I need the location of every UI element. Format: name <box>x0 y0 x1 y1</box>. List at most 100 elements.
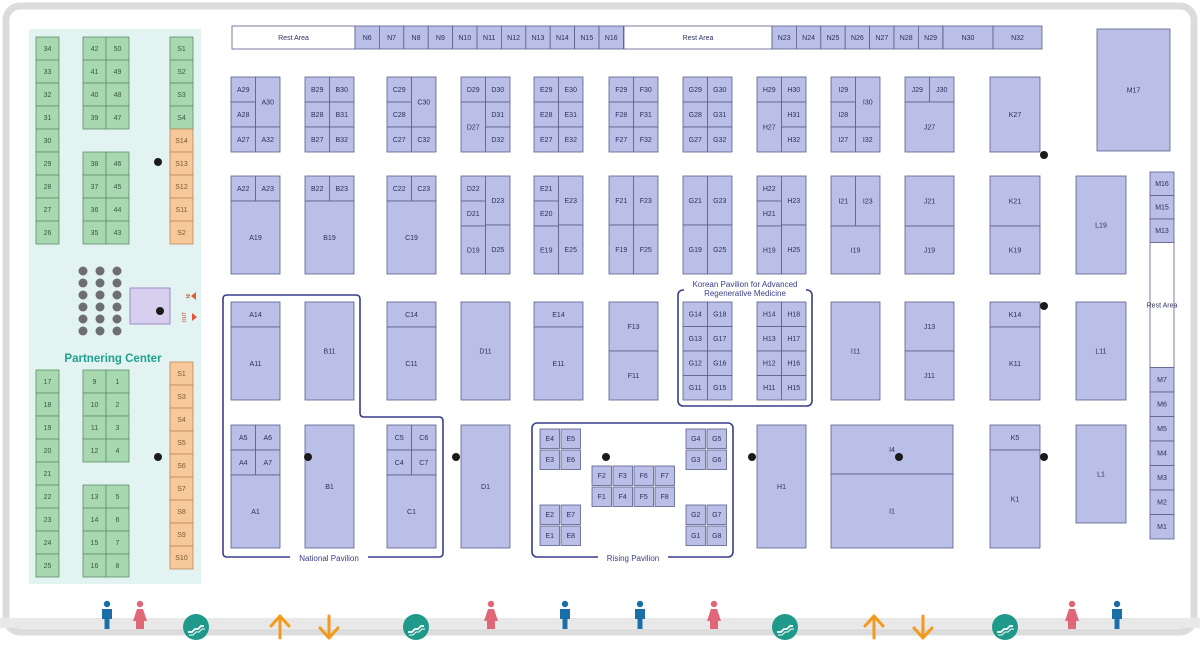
booth-c4[interactable]: C4 <box>386 449 412 476</box>
booth-n15[interactable]: N15 <box>574 25 600 50</box>
booth-f2[interactable]: F2 <box>591 465 612 486</box>
booth-g30[interactable]: G30 <box>707 76 733 103</box>
booth-43[interactable]: 43 <box>105 220 130 245</box>
booth-e7[interactable]: E7 <box>560 504 581 525</box>
booth-e21[interactable]: E21 <box>533 175 559 202</box>
booth-i4[interactable]: I4 <box>830 424 954 475</box>
booth-g25[interactable]: G25 <box>707 224 733 275</box>
booth-1[interactable]: 1 <box>105 369 130 394</box>
booth-g23[interactable]: G23 <box>707 175 733 226</box>
booth-f11[interactable]: F11 <box>608 350 659 401</box>
booth-e8[interactable]: E8 <box>560 525 581 546</box>
booth-h29[interactable]: H29 <box>756 76 782 103</box>
booth-i30[interactable]: I30 <box>855 76 881 128</box>
booth-15[interactable]: 15 <box>82 530 107 555</box>
booth-j27[interactable]: J27 <box>904 101 955 153</box>
booth-16[interactable]: 16 <box>82 553 107 578</box>
booth-j21[interactable]: J21 <box>904 175 955 227</box>
booth-m13[interactable]: M13 <box>1149 218 1175 243</box>
booth-f27[interactable]: F27 <box>608 126 634 153</box>
booth-b23[interactable]: B23 <box>329 175 355 202</box>
booth-h22[interactable]: H22 <box>756 175 782 202</box>
booth-m15[interactable]: M15 <box>1149 195 1175 220</box>
booth-7[interactable]: 7 <box>105 530 130 555</box>
booth-d19[interactable]: D19 <box>460 225 486 275</box>
booth-s1[interactable]: S1 <box>169 36 194 61</box>
booth-d32[interactable]: D32 <box>485 126 511 153</box>
booth-d23[interactable]: D23 <box>485 175 511 226</box>
booth-36[interactable]: 36 <box>82 197 107 222</box>
booth-g12[interactable]: G12 <box>682 350 708 376</box>
booth-j29[interactable]: J29 <box>904 76 930 103</box>
booth-g17[interactable]: G17 <box>707 326 733 352</box>
booth-f32[interactable]: F32 <box>633 126 659 153</box>
booth-d29[interactable]: D29 <box>460 76 486 103</box>
booth-41[interactable]: 41 <box>82 59 107 84</box>
booth-e20[interactable]: E20 <box>533 200 559 227</box>
booth-c14[interactable]: C14 <box>386 301 437 328</box>
booth-c28[interactable]: C28 <box>386 101 412 128</box>
booth-2[interactable]: 2 <box>105 392 130 417</box>
booth-g13[interactable]: G13 <box>682 326 708 352</box>
booth-g11[interactable]: G11 <box>682 375 708 401</box>
booth-a11[interactable]: A11 <box>230 326 281 401</box>
booth-g1[interactable]: G1 <box>685 525 706 546</box>
booth-48[interactable]: 48 <box>105 82 130 107</box>
booth-f31[interactable]: F31 <box>633 101 659 128</box>
booth-n9[interactable]: N9 <box>427 25 454 50</box>
booth-k14[interactable]: K14 <box>989 301 1041 328</box>
booth-6[interactable]: 6 <box>105 507 130 532</box>
booth-e27[interactable]: E27 <box>533 126 559 153</box>
booth-h17[interactable]: H17 <box>781 326 807 352</box>
booth-25[interactable]: 25 <box>35 553 60 578</box>
booth-13[interactable]: 13 <box>82 484 107 509</box>
booth-49[interactable]: 49 <box>105 59 130 84</box>
booth-d21[interactable]: D21 <box>460 200 486 227</box>
booth-45[interactable]: 45 <box>105 174 130 199</box>
booth-m2[interactable]: M2 <box>1149 489 1175 515</box>
booth-n11[interactable]: N11 <box>476 25 502 50</box>
booth-i32[interactable]: I32 <box>855 126 881 153</box>
booth-g2[interactable]: G2 <box>685 504 706 525</box>
booth-s10[interactable]: S10 <box>169 545 194 570</box>
booth-22[interactable]: 22 <box>35 484 60 509</box>
booth-n27[interactable]: N27 <box>869 25 895 50</box>
booth-n26[interactable]: N26 <box>844 25 871 50</box>
booth-n32[interactable]: N32 <box>992 25 1043 50</box>
booth-s3[interactable]: S3 <box>169 384 194 409</box>
booth-a29[interactable]: A29 <box>230 76 256 103</box>
booth-21[interactable]: 21 <box>35 461 60 486</box>
booth-n8[interactable]: N8 <box>403 25 429 50</box>
booth-g18[interactable]: G18 <box>707 301 733 327</box>
booth-h13[interactable]: H13 <box>756 326 782 352</box>
booth-d22[interactable]: D22 <box>460 175 486 202</box>
booth-n23[interactable]: N23 <box>771 25 797 50</box>
booth-s1[interactable]: S1 <box>169 361 194 386</box>
booth-39[interactable]: 39 <box>82 105 107 130</box>
booth-20[interactable]: 20 <box>35 438 60 463</box>
booth-b30[interactable]: B30 <box>329 76 355 103</box>
booth-c1[interactable]: C1 <box>386 474 437 549</box>
booth-e6[interactable]: E6 <box>560 449 581 470</box>
booth-a27[interactable]: A27 <box>230 126 256 153</box>
booth-b19[interactable]: B19 <box>304 200 355 275</box>
booth-i1[interactable]: I1 <box>830 473 954 549</box>
booth-m7[interactable]: M7 <box>1149 367 1175 393</box>
booth-h12[interactable]: H12 <box>756 350 782 376</box>
booth-s2[interactable]: S2 <box>169 59 194 84</box>
booth-n10[interactable]: N10 <box>452 25 478 50</box>
booth-n30[interactable]: N30 <box>942 25 994 50</box>
booth-g19[interactable]: G19 <box>682 224 708 275</box>
booth-a28[interactable]: A28 <box>230 101 256 128</box>
booth-h21[interactable]: H21 <box>756 200 782 227</box>
booth-i29[interactable]: I29 <box>830 76 856 103</box>
booth-b29[interactable]: B29 <box>304 76 330 103</box>
booth-23[interactable]: 23 <box>35 507 60 532</box>
booth-a22[interactable]: A22 <box>230 175 256 202</box>
booth-e3[interactable]: E3 <box>539 449 560 470</box>
booth-e19[interactable]: E19 <box>533 225 559 275</box>
booth-l19[interactable]: L19 <box>1075 175 1127 275</box>
booth-b27[interactable]: B27 <box>304 126 330 153</box>
booth-h1[interactable]: H1 <box>756 424 807 549</box>
booth-s11[interactable]: S11 <box>169 197 194 222</box>
